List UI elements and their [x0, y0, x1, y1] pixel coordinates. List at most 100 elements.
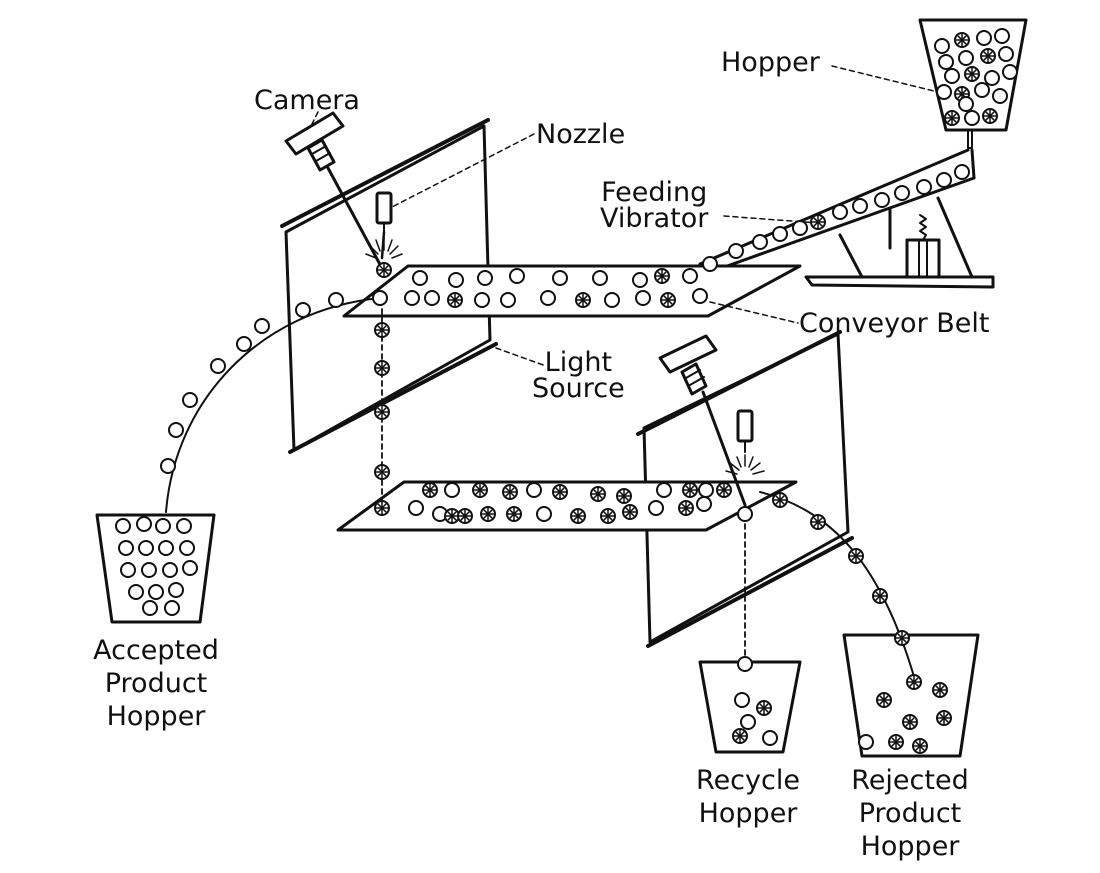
good-particle — [162, 562, 178, 578]
good-particle — [138, 540, 154, 556]
good-particle — [540, 290, 556, 306]
label-recycle-hopper: Recycle Hopper — [686, 764, 810, 830]
label-rejected-line2: Product — [858, 798, 962, 829]
defective-particle — [964, 66, 980, 82]
good-particle — [142, 600, 158, 616]
good-particle — [772, 226, 788, 242]
good-particle — [168, 582, 184, 598]
good-particle — [424, 290, 440, 306]
good-particle — [682, 268, 698, 284]
label-light-source-line2: Source — [532, 373, 625, 404]
label-feeding-vibrator: Feeding Vibrator — [600, 177, 708, 232]
good-particle — [115, 518, 131, 534]
good-particle — [752, 234, 768, 250]
nozzle-lower — [736, 409, 754, 453]
defective-particle — [447, 292, 463, 308]
label-recycle-line2: Hopper — [698, 798, 798, 829]
defective-particle — [616, 488, 632, 504]
good-particle — [118, 540, 134, 556]
label-conveyor-belt: Conveyor Belt — [799, 308, 990, 339]
label-accepted-line2: Product — [104, 668, 208, 699]
good-particle — [474, 292, 490, 308]
defective-particle — [982, 108, 998, 124]
good-particle — [698, 482, 714, 498]
good-particle — [792, 220, 808, 236]
good-particle — [158, 540, 174, 556]
label-rejected-product-hopper: Rejected Product Hopper — [840, 764, 980, 863]
good-particle — [958, 50, 974, 66]
good-particle — [404, 290, 420, 306]
good-particle — [958, 96, 974, 112]
good-particle — [141, 562, 157, 578]
good-particle — [938, 54, 954, 70]
good-particle — [998, 46, 1014, 62]
good-particle — [128, 584, 144, 600]
defective-particle — [575, 292, 591, 308]
feeding-vibrator — [804, 196, 995, 289]
defective-particle — [552, 484, 568, 500]
defective-particle — [944, 110, 960, 126]
good-particle — [444, 482, 460, 498]
defective-particle — [678, 500, 694, 516]
good-particle — [448, 272, 464, 288]
accepted-trajectory — [165, 297, 381, 513]
good-particle — [954, 164, 970, 180]
good-particle — [168, 422, 184, 438]
good-particle — [656, 482, 672, 498]
defective-particle — [654, 268, 670, 284]
good-particle — [148, 584, 164, 600]
defective-particle — [772, 492, 788, 508]
defective-particle — [912, 738, 928, 754]
defective-particle — [374, 500, 390, 516]
good-particle — [295, 302, 311, 318]
good-particle — [155, 518, 171, 534]
defective-particle — [622, 504, 638, 520]
label-recycle-line1: Recycle — [696, 765, 800, 796]
defective-particle — [506, 506, 522, 522]
light-panel-lower — [636, 330, 854, 648]
defective-particle — [502, 484, 518, 500]
good-particle — [635, 290, 651, 306]
good-particle — [408, 500, 424, 516]
good-particle — [477, 270, 493, 286]
good-particle — [934, 38, 950, 54]
good-particle — [832, 204, 848, 220]
defective-particle — [756, 700, 772, 716]
label-feeding-vibrator-line1: Feeding — [601, 177, 708, 208]
good-particle — [916, 179, 932, 195]
defective-particle — [422, 482, 438, 498]
good-particle — [696, 496, 712, 512]
leader-nozzle — [391, 133, 535, 208]
good-particle — [992, 88, 1008, 104]
defective-particle — [876, 692, 892, 708]
leader-hopper — [831, 65, 939, 93]
defective-particle — [480, 506, 496, 522]
defective-particle — [980, 48, 996, 64]
good-particle — [526, 482, 542, 498]
rejected-product-hopper — [842, 633, 980, 758]
good-particle — [874, 192, 890, 208]
good-particle — [944, 68, 960, 84]
recycle-hopper — [698, 660, 802, 754]
good-particle — [120, 562, 136, 578]
nozzle-upper — [375, 191, 393, 260]
hopper-top — [918, 18, 1028, 149]
good-particle — [984, 70, 1000, 86]
label-accepted-product-hopper: Accepted Product Hopper — [86, 634, 226, 733]
good-particle — [604, 292, 620, 308]
good-particle — [592, 270, 608, 286]
good-particle — [176, 518, 192, 534]
leader-light-source — [495, 347, 547, 367]
label-accepted-line3: Hopper — [106, 701, 206, 732]
good-particle — [894, 185, 910, 201]
defective-particle — [457, 508, 473, 524]
defective-particle — [472, 482, 488, 498]
good-particle — [552, 270, 568, 286]
accepted-product-hopper — [95, 513, 216, 624]
defective-particle — [444, 508, 460, 524]
good-particle — [964, 110, 980, 126]
good-particle — [164, 600, 180, 616]
good-particle — [136, 516, 152, 532]
good-particle — [737, 506, 753, 522]
good-particle — [500, 292, 516, 308]
